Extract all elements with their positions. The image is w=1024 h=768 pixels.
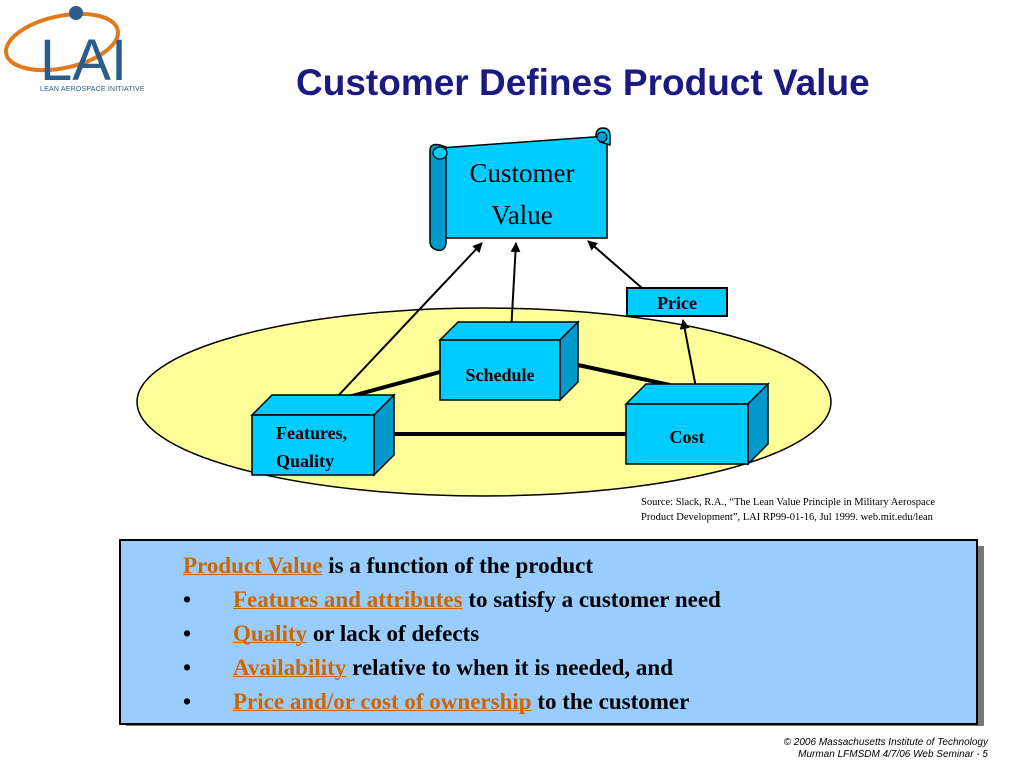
product-value-list: Product Value is a function of the produ… xyxy=(183,549,721,719)
intro-line: Product Value is a function of the produ… xyxy=(183,549,721,583)
schedule-cube: Schedule xyxy=(438,320,580,402)
arrow-schedule-to-value xyxy=(510,242,521,334)
intro-rest: is a function of the product xyxy=(322,553,594,578)
item-highlight: Price and/or cost of ownership xyxy=(233,689,532,714)
item-text: or lack of defects xyxy=(307,621,480,646)
footer: © 2006 Massachusetts Institute of Techno… xyxy=(784,737,988,761)
bullet-icon: • xyxy=(183,621,192,646)
cost-cube: Cost xyxy=(624,382,770,466)
source-line2: Product Development”, LAI RP99-01-16, Ju… xyxy=(641,512,933,523)
list-item: • Availability relative to when it is nee… xyxy=(183,651,721,685)
price-box: Price xyxy=(626,287,728,317)
scroll-text-line2: Value xyxy=(491,200,552,230)
item-highlight: Availability xyxy=(233,655,347,680)
bullet-icon: • xyxy=(183,655,192,680)
arrow-cost-to-price xyxy=(679,319,698,394)
item-highlight: Quality xyxy=(233,621,308,646)
item-text: to satisfy a customer need xyxy=(462,587,721,612)
arrow-features-to-value xyxy=(319,242,483,416)
list-item: • Price and/or cost of ownership to the c… xyxy=(183,685,721,719)
price-label: Price xyxy=(657,293,697,313)
page-title: Customer Defines Product Value xyxy=(296,62,870,103)
lai-logo: LAI LEAN AEROSPACE INITIATIVE xyxy=(0,0,187,103)
source-line1: Source: Slack, R.A., “The Lean Value Pri… xyxy=(641,497,936,508)
schedule-label: Schedule xyxy=(465,365,534,385)
bullet-icon: • xyxy=(183,587,192,612)
customer-value-scroll: Customer Value xyxy=(429,127,611,252)
item-text: relative to when it is needed, and xyxy=(346,655,673,680)
arrow-price-to-value xyxy=(587,240,643,289)
footer-slide-info: Murman LFMSDM 4/7/06 Web Seminar - 5 xyxy=(798,749,988,760)
features-label-line2: Quality xyxy=(276,451,334,471)
list-item: • Features and attributes to satisfy a cu… xyxy=(183,583,721,617)
features-quality-cube: Features, Quality xyxy=(250,393,396,477)
cost-label: Cost xyxy=(670,427,705,447)
features-label-line1: Features, xyxy=(276,423,347,443)
footer-copyright: © 2006 Massachusetts Institute of Techno… xyxy=(783,737,988,748)
item-highlight: Features and attributes xyxy=(233,587,463,612)
product-value-box: Product Value is a function of the produ… xyxy=(119,539,978,725)
bullet-icon: • xyxy=(183,689,192,714)
list-item: • Quality or lack of defects xyxy=(183,617,721,651)
scroll-text-line1: Customer xyxy=(470,158,575,188)
logo-subtitle: LEAN AEROSPACE INITIATIVE xyxy=(40,86,145,93)
item-text: to the customer xyxy=(531,689,690,714)
source-citation: Source: Slack, R.A., “The Lean Value Pri… xyxy=(641,495,1011,525)
link-schedule-cost xyxy=(577,363,671,387)
lai-logo-graphic: LAI xyxy=(3,6,127,93)
logo-letters: LAI xyxy=(40,28,127,93)
intro-highlight: Product Value xyxy=(183,553,323,578)
value-diagram: Customer Value Price Schedule Features, … xyxy=(136,127,832,497)
